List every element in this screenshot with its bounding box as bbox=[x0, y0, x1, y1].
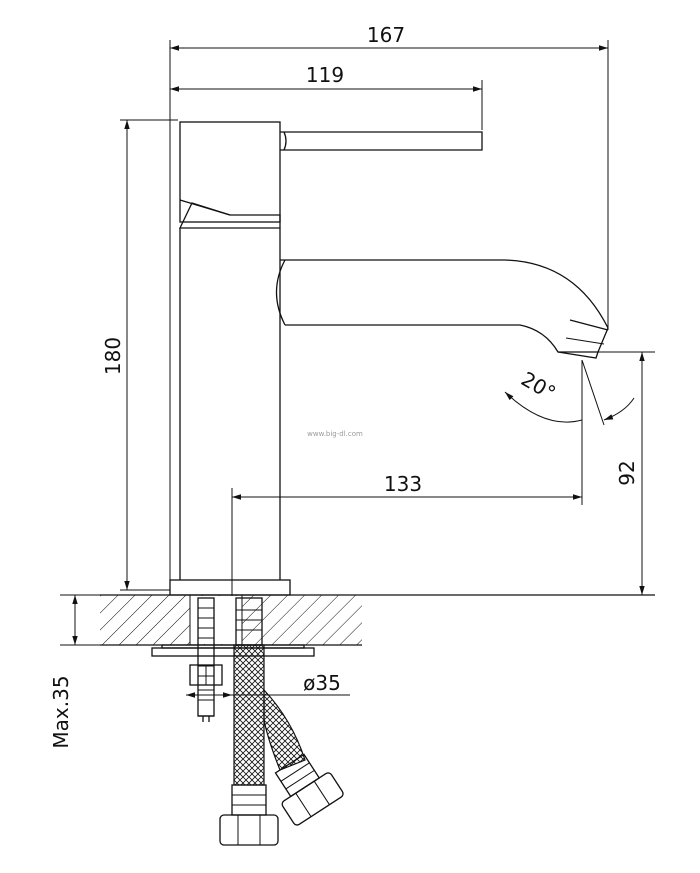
dim-label-92: 92 bbox=[615, 460, 639, 485]
hose-nut-straight bbox=[219, 814, 279, 846]
hose-angled bbox=[263, 688, 306, 771]
mounting-plate bbox=[151, 647, 315, 657]
dim-label-133: 133 bbox=[384, 472, 422, 496]
dim-label-119: 119 bbox=[306, 63, 344, 87]
angle-arc-20 bbox=[504, 391, 583, 423]
watermark: www.big-dl.com bbox=[307, 430, 363, 438]
extension-lines bbox=[60, 40, 655, 646]
lever bbox=[280, 131, 483, 151]
countertop bbox=[100, 594, 655, 646]
dim-label-max-35: Max.35 bbox=[49, 675, 73, 748]
dim-label-diameter-35: ø35 bbox=[303, 671, 341, 695]
spout bbox=[280, 259, 609, 353]
faucet-body bbox=[169, 121, 609, 596]
base-flange bbox=[169, 579, 291, 596]
dimension-lines bbox=[72, 45, 645, 698]
hose-nut-angled bbox=[281, 772, 344, 826]
handle-block bbox=[179, 121, 281, 223]
dim-label-180: 180 bbox=[101, 337, 125, 375]
aerator bbox=[557, 319, 609, 359]
dim-label-167: 167 bbox=[367, 23, 405, 47]
dim-label-20-degrees: 20° bbox=[517, 367, 560, 406]
mounting-hardware bbox=[151, 597, 344, 846]
hose-straight bbox=[233, 644, 265, 786]
